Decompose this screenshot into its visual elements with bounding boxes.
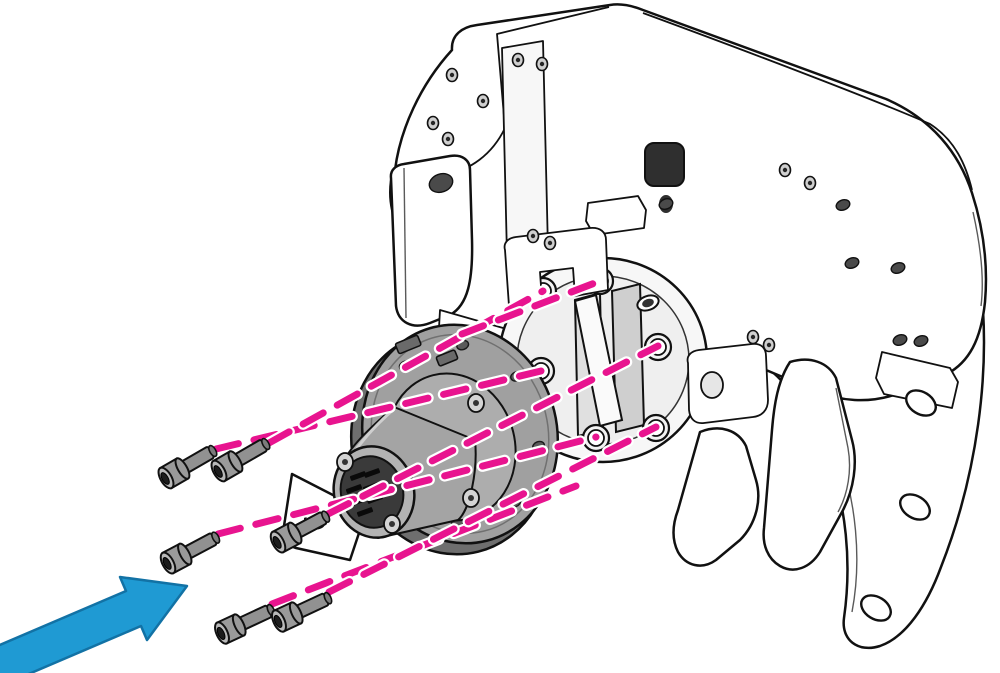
paddle-middle [672, 427, 760, 567]
right-bracket [875, 351, 959, 409]
grip-finger-holes [860, 389, 937, 622]
screw-1 [157, 444, 218, 490]
plate-hole [913, 335, 929, 347]
left-bracket-hole [428, 172, 454, 194]
connector-pin [345, 484, 363, 494]
guide-line [214, 433, 600, 538]
left-bracket [389, 154, 474, 327]
screw-4 [269, 510, 331, 554]
connector-pin [363, 468, 381, 478]
guide-line [265, 287, 547, 447]
plate-hole [835, 199, 851, 211]
left-bracket-seam [403, 167, 407, 319]
guide-line [325, 423, 660, 596]
screw-5 [214, 603, 276, 645]
screw-guide-lines [210, 275, 664, 610]
screw-2 [210, 437, 271, 483]
steering-wheel-rear [282, 3, 988, 650]
screw-6 [271, 591, 333, 633]
plate-hole [844, 257, 860, 269]
plate-hole [892, 334, 908, 346]
plate-hole [658, 198, 674, 210]
hub-slot-1 [394, 334, 422, 355]
top-chamfer-seam [642, 12, 973, 191]
guide-line [324, 342, 662, 518]
grip-hole [905, 389, 937, 417]
guide-line [458, 277, 604, 338]
mounting-screws [157, 437, 333, 645]
boss-countersink [636, 294, 660, 312]
connector-cover [644, 142, 685, 187]
insertion-direction-arrow [0, 575, 189, 673]
paddle-right-seam [835, 387, 851, 513]
grip-hole [860, 594, 892, 622]
connector-pin [349, 471, 367, 481]
connector-pin [356, 507, 374, 517]
hub-slot-2 [435, 349, 459, 367]
center-tower [501, 40, 549, 257]
plate-box [585, 195, 647, 236]
right-edge-seam [972, 211, 983, 307]
grip-hole [899, 493, 931, 521]
lower-bracket-hole [700, 371, 724, 399]
plate-hole [890, 262, 906, 274]
lower-bracket [686, 343, 769, 424]
hub-small-screws [336, 393, 485, 534]
plate-screws [426, 52, 817, 353]
paddle-right [762, 358, 856, 571]
plate-holes [658, 198, 929, 347]
screw-3 [159, 531, 221, 575]
